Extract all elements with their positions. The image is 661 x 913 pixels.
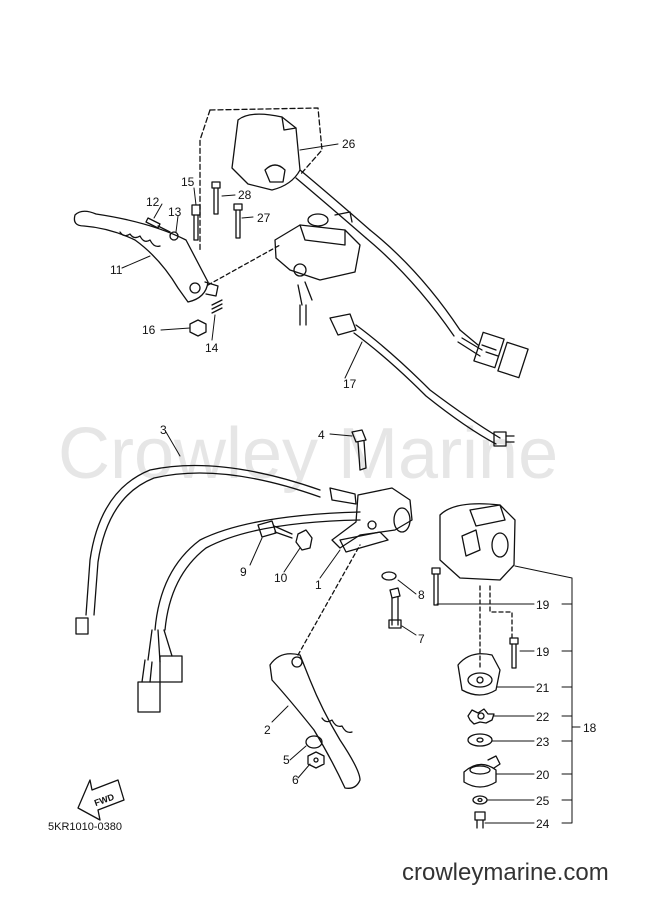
handlebar-switch-26 bbox=[231, 113, 371, 239]
callout-1: 1 bbox=[315, 578, 322, 592]
washer-23 bbox=[467, 733, 493, 747]
callout-19-upper: 19 bbox=[536, 598, 550, 612]
guide-lines-bottom bbox=[297, 544, 513, 671]
callout-16: 16 bbox=[142, 323, 156, 337]
callout-28: 28 bbox=[238, 188, 252, 202]
callout-12: 12 bbox=[146, 195, 160, 209]
screw-24 bbox=[474, 811, 486, 829]
clutch-cable-3 bbox=[75, 464, 357, 635]
lower-housing-21 bbox=[457, 653, 501, 696]
callout-23: 23 bbox=[536, 735, 550, 749]
pivot-bolt-15 bbox=[191, 204, 201, 241]
knob-20 bbox=[463, 755, 501, 788]
fwd-arrow bbox=[77, 779, 125, 821]
master-cylinder bbox=[274, 211, 361, 326]
lever-holder-1 bbox=[331, 487, 413, 553]
handlebar-switch-right bbox=[439, 503, 516, 581]
callout-22: 22 bbox=[536, 710, 550, 724]
callout-19-lower: 19 bbox=[536, 645, 550, 659]
screw-19-lower bbox=[509, 637, 519, 669]
lock-washer-8 bbox=[381, 571, 397, 581]
footer-url[interactable]: crowleymarine.com bbox=[402, 859, 609, 886]
callout-labels: 26 28 27 15 12 13 11 16 14 17 4 3 9 10 1… bbox=[110, 137, 597, 831]
callout-20: 20 bbox=[536, 768, 550, 782]
callout-13: 13 bbox=[168, 205, 182, 219]
watermark-text: Crowley Marine bbox=[58, 414, 558, 494]
leader-lines bbox=[121, 143, 581, 824]
nut-6 bbox=[307, 751, 325, 769]
fwd-label: FWD bbox=[93, 792, 116, 809]
nut-16 bbox=[189, 319, 207, 337]
callout-9: 9 bbox=[240, 565, 247, 579]
callout-2: 2 bbox=[264, 723, 271, 737]
callout-4: 4 bbox=[318, 428, 325, 442]
callout-6: 6 bbox=[292, 773, 299, 787]
callout-11: 11 bbox=[110, 263, 123, 277]
collar-5 bbox=[305, 735, 323, 749]
nut-10 bbox=[295, 529, 313, 551]
callout-24: 24 bbox=[536, 817, 550, 831]
nut-13 bbox=[169, 231, 179, 241]
screw-19-upper bbox=[431, 567, 441, 606]
callout-3: 3 bbox=[160, 423, 167, 437]
callout-25: 25 bbox=[536, 794, 550, 808]
screw-27 bbox=[233, 203, 243, 239]
callout-27: 27 bbox=[257, 211, 271, 225]
adjuster-9 bbox=[257, 520, 293, 539]
callout-15: 15 bbox=[181, 175, 195, 189]
callout-10: 10 bbox=[274, 571, 288, 585]
washer-25 bbox=[472, 795, 488, 805]
lever-2 bbox=[269, 653, 361, 789]
alignment-line-top bbox=[207, 244, 281, 286]
diagram-code: 5KR1010-0380 bbox=[48, 821, 122, 833]
callout-18: 18 bbox=[583, 721, 597, 735]
callout-21: 21 bbox=[536, 681, 550, 695]
switch-cable bbox=[365, 229, 529, 379]
bolt-12 bbox=[145, 217, 171, 233]
bolt-4 bbox=[351, 429, 367, 471]
screw-7 bbox=[388, 587, 402, 629]
spring-14 bbox=[211, 299, 223, 314]
callout-7: 7 bbox=[418, 632, 425, 646]
star-washer-22 bbox=[467, 708, 495, 725]
brake-switch-17 bbox=[329, 313, 515, 447]
switch-group-bracket bbox=[199, 107, 323, 251]
screw-28 bbox=[211, 181, 221, 215]
callout-5: 5 bbox=[283, 753, 290, 767]
callout-14: 14 bbox=[205, 341, 219, 355]
callout-8: 8 bbox=[418, 588, 425, 602]
callout-17: 17 bbox=[343, 377, 357, 391]
callout-26: 26 bbox=[342, 137, 356, 151]
lower-harness bbox=[137, 511, 361, 713]
lever-11 bbox=[73, 210, 219, 303]
